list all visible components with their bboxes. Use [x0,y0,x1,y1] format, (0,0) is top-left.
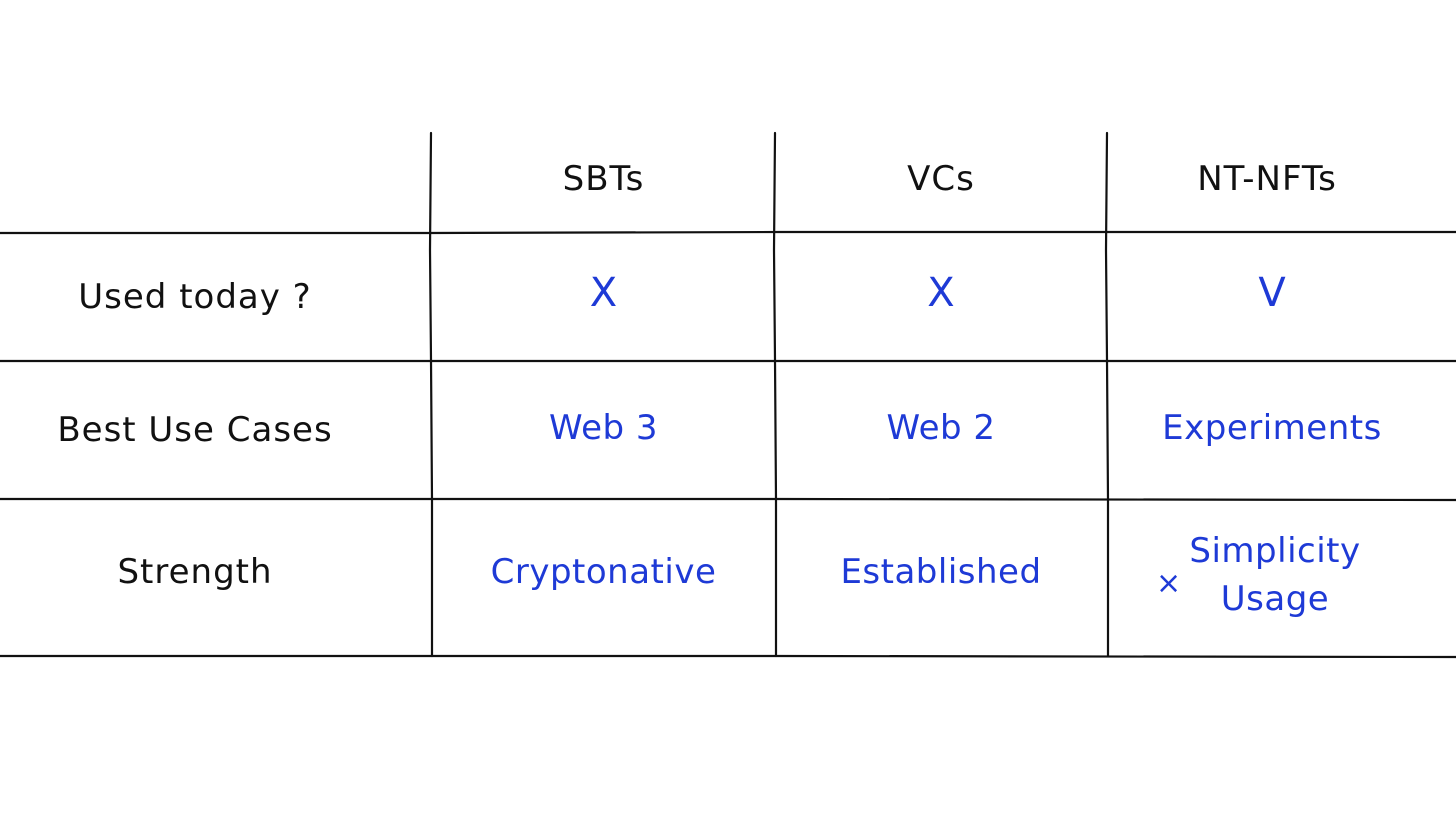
cell-used-today-sbts: X [589,270,618,316]
cell-used-today-nt-nfts: V [1258,270,1286,316]
strength-nt-nfts-stack: Simplicity Usage [1189,527,1360,623]
column-header-nt-nfts: NT-NFTs [1197,158,1337,199]
strength-nt-nfts-line-2: Usage [1220,579,1330,619]
cell-strength-nt-nfts: Simplicity Usage [1140,515,1410,635]
row-label-strength: Strength [117,551,273,592]
row-label-best-use-cases: Best Use Cases [57,410,333,450]
cell-strength-vcs: Established [840,551,1042,592]
strength-bullet-mark: × [1156,566,1182,601]
cell-strength-sbts: Cryptonative [490,551,717,592]
row-label-used-today: Used today ? [78,277,312,317]
cell-best-use-cases-nt-nfts: Experiments [1162,407,1382,448]
grid-line-horizontal-4 [0,654,1456,659]
strength-nt-nfts-line-1: Simplicity [1189,531,1361,571]
column-header-sbts: SBTs [562,158,645,199]
grid-line-horizontal-1 [0,230,1456,235]
cell-used-today-vcs: X [927,270,955,316]
cell-best-use-cases-vcs: Web 2 [886,407,996,448]
column-header-vcs: VCs [907,158,975,199]
grid-line-horizontal-3 [0,497,1456,502]
cell-best-use-cases-sbts: Web 3 [548,407,659,448]
